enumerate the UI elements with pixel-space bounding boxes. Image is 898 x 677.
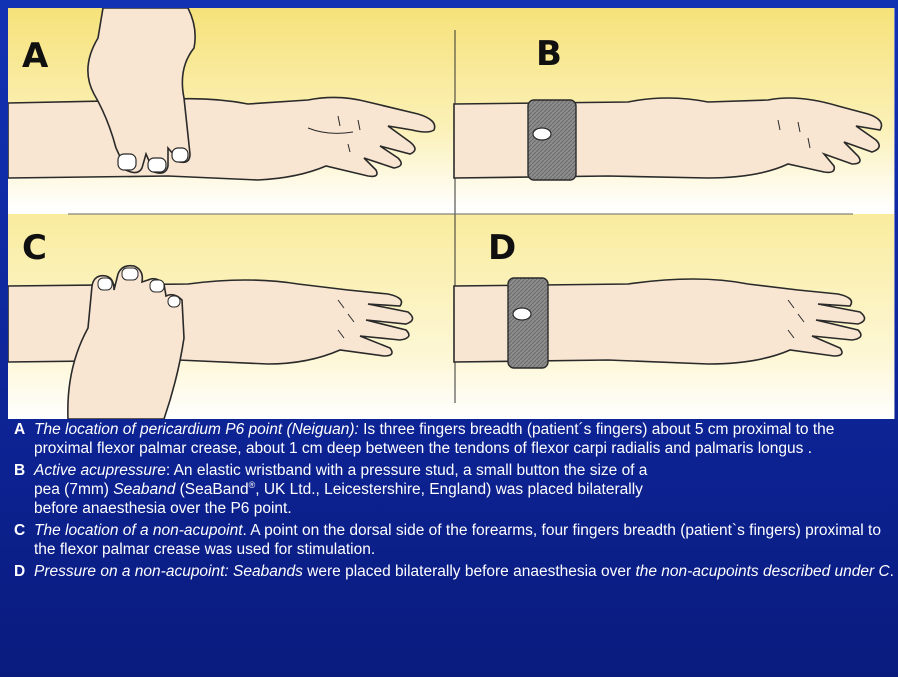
caption-b: B Active acupressure: An elastic wristba… xyxy=(14,461,674,518)
panel-label-d: D xyxy=(488,228,517,268)
caption-d-text-1: were placed bilaterally before anaesthes… xyxy=(303,563,636,580)
panel-label-a: A xyxy=(22,36,49,76)
caption-c-lead: The location of a non-acupoint xyxy=(34,522,243,539)
caption-b-lead: Active acupressure xyxy=(34,462,166,479)
panel-label-c: C xyxy=(22,228,48,268)
caption-d: D Pressure on a non-acupoint: Seabands w… xyxy=(14,562,894,581)
wristband-b xyxy=(528,100,576,180)
caption-letter-d: D xyxy=(14,562,25,581)
caption-b-text-2: (SeaBand xyxy=(175,481,248,498)
caption-a: A The location of pericardium P6 point (… xyxy=(14,420,894,458)
caption-letter-b: B xyxy=(14,461,25,480)
wristband-d xyxy=(508,278,548,368)
caption-b-seaband: Seaband xyxy=(113,481,175,498)
panel-b-illustration xyxy=(454,98,882,180)
caption-list: A The location of pericardium P6 point (… xyxy=(14,420,894,584)
caption-letter-a: A xyxy=(14,420,25,439)
illustration-svg xyxy=(8,8,894,419)
caption-d-end: the non-acupoints described under C xyxy=(635,563,889,580)
caption-d-text-2: . xyxy=(890,563,894,580)
caption-c: C The location of a non-acupoint. A poin… xyxy=(14,521,894,559)
illustration-figure: A B C D xyxy=(8,8,895,419)
panel-label-b: B xyxy=(536,34,563,74)
caption-letter-c: C xyxy=(14,521,25,540)
caption-a-lead: The location of pericardium P6 point (Ne… xyxy=(34,421,359,438)
caption-d-lead: Pressure on a non-acupoint: Seabands xyxy=(34,563,303,580)
